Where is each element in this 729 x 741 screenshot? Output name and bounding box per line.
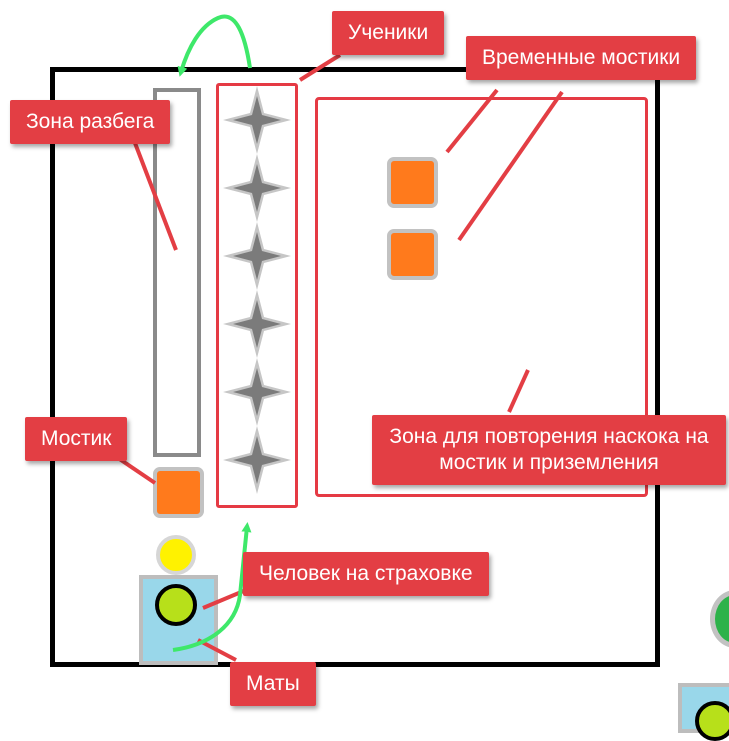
pointer-line-temp-2 [457, 90, 564, 242]
repeat-zone [315, 97, 648, 497]
student-star-icon [223, 426, 291, 494]
label-repeat-zone: Зона для повторения наскока на мостик и … [372, 415, 726, 485]
movement-arrow-icon [172, 522, 252, 652]
label-students: Ученики [332, 11, 445, 55]
temp-bridge-2 [387, 229, 438, 280]
temp-bridge-1 [387, 157, 438, 208]
helper-marker [156, 535, 196, 575]
students-zone [216, 83, 298, 508]
student-star-icon [223, 290, 291, 358]
bridge [153, 467, 204, 518]
pointer-line-students [298, 53, 342, 82]
runup-zone [153, 88, 201, 457]
pointer-line-repeat [507, 369, 530, 413]
label-mats: Маты [230, 662, 316, 706]
label-temp-bridges: Временные мостики [466, 36, 697, 80]
label-spotter: Человек на страховке [243, 552, 489, 596]
connectors-layer [116, 14, 564, 662]
student-star-icon [223, 154, 291, 222]
pointer-line-temp-1 [445, 88, 499, 154]
movement-arrow-icon [177, 14, 252, 77]
pointer-line-runup [128, 129, 178, 251]
student-star-icon [223, 222, 291, 290]
student-star-icon [223, 86, 291, 154]
label-runup-zone: Зона разбега [10, 100, 171, 144]
student-star-icon [223, 358, 291, 426]
hall-boundary [50, 67, 660, 667]
pointer-line-mats [197, 638, 237, 662]
label-bridge: Мостик [25, 417, 128, 461]
pointer-line-bridge [116, 456, 157, 485]
spotter-marker [155, 584, 197, 626]
